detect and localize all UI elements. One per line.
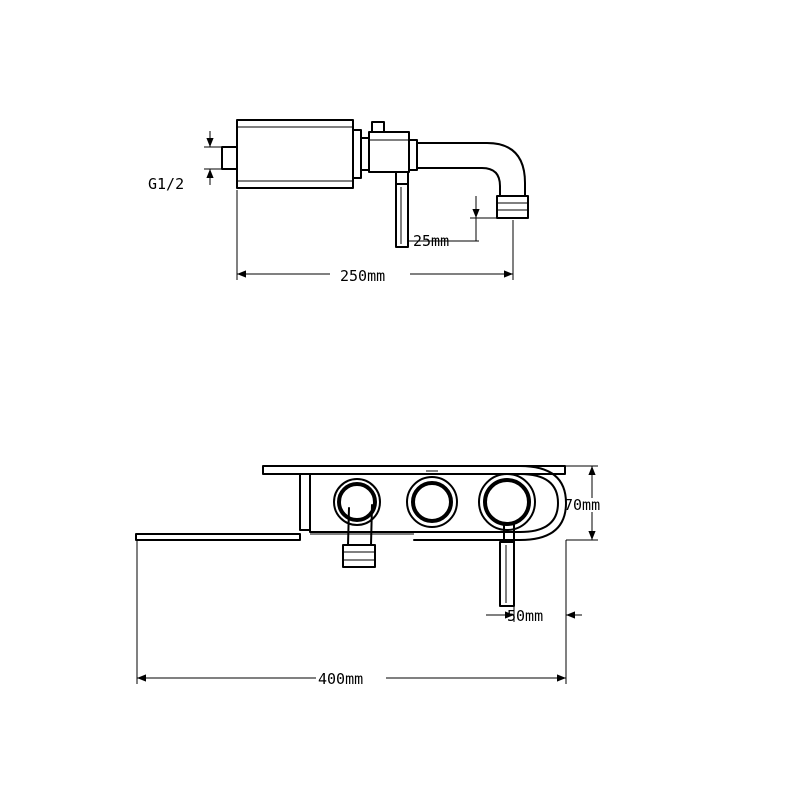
spout-outlet — [333, 478, 381, 568]
height-label: 70mm — [564, 496, 600, 514]
inlet-nipple — [221, 146, 238, 170]
mixer-knob — [478, 473, 536, 531]
front-lever-handle — [499, 541, 515, 607]
side-flange — [299, 473, 311, 531]
spout-collar — [368, 131, 410, 173]
length-label: 250mm — [340, 267, 385, 285]
faceplate — [309, 473, 559, 533]
top-knob — [371, 121, 385, 133]
thread-label: G1/2 — [148, 175, 184, 193]
offset-label: 50mm — [507, 607, 543, 625]
height-dimension: 70mm — [564, 465, 600, 541]
spout-aerator — [496, 195, 529, 219]
width-dimension: 400mm — [136, 540, 567, 688]
drop-dimension: 25mm — [408, 196, 497, 250]
diverter-knob — [406, 470, 458, 528]
front-view: 70mm 50mm 400mm — [135, 465, 600, 688]
offset-dimension: 50mm — [486, 540, 582, 625]
valve-body — [236, 119, 370, 189]
top-shelf — [262, 465, 566, 475]
lever-joint — [395, 171, 409, 185]
thread-dimension: G1/2 — [148, 131, 222, 193]
lever-handle — [395, 183, 409, 248]
spout-pipe — [416, 142, 529, 219]
width-label: 400mm — [318, 670, 363, 688]
length-dimension: 250mm — [236, 190, 514, 285]
drop-label: 25mm — [413, 232, 449, 250]
wall-ledge — [135, 533, 301, 541]
side-view: G1/2 25mm 250mm — [148, 119, 529, 285]
